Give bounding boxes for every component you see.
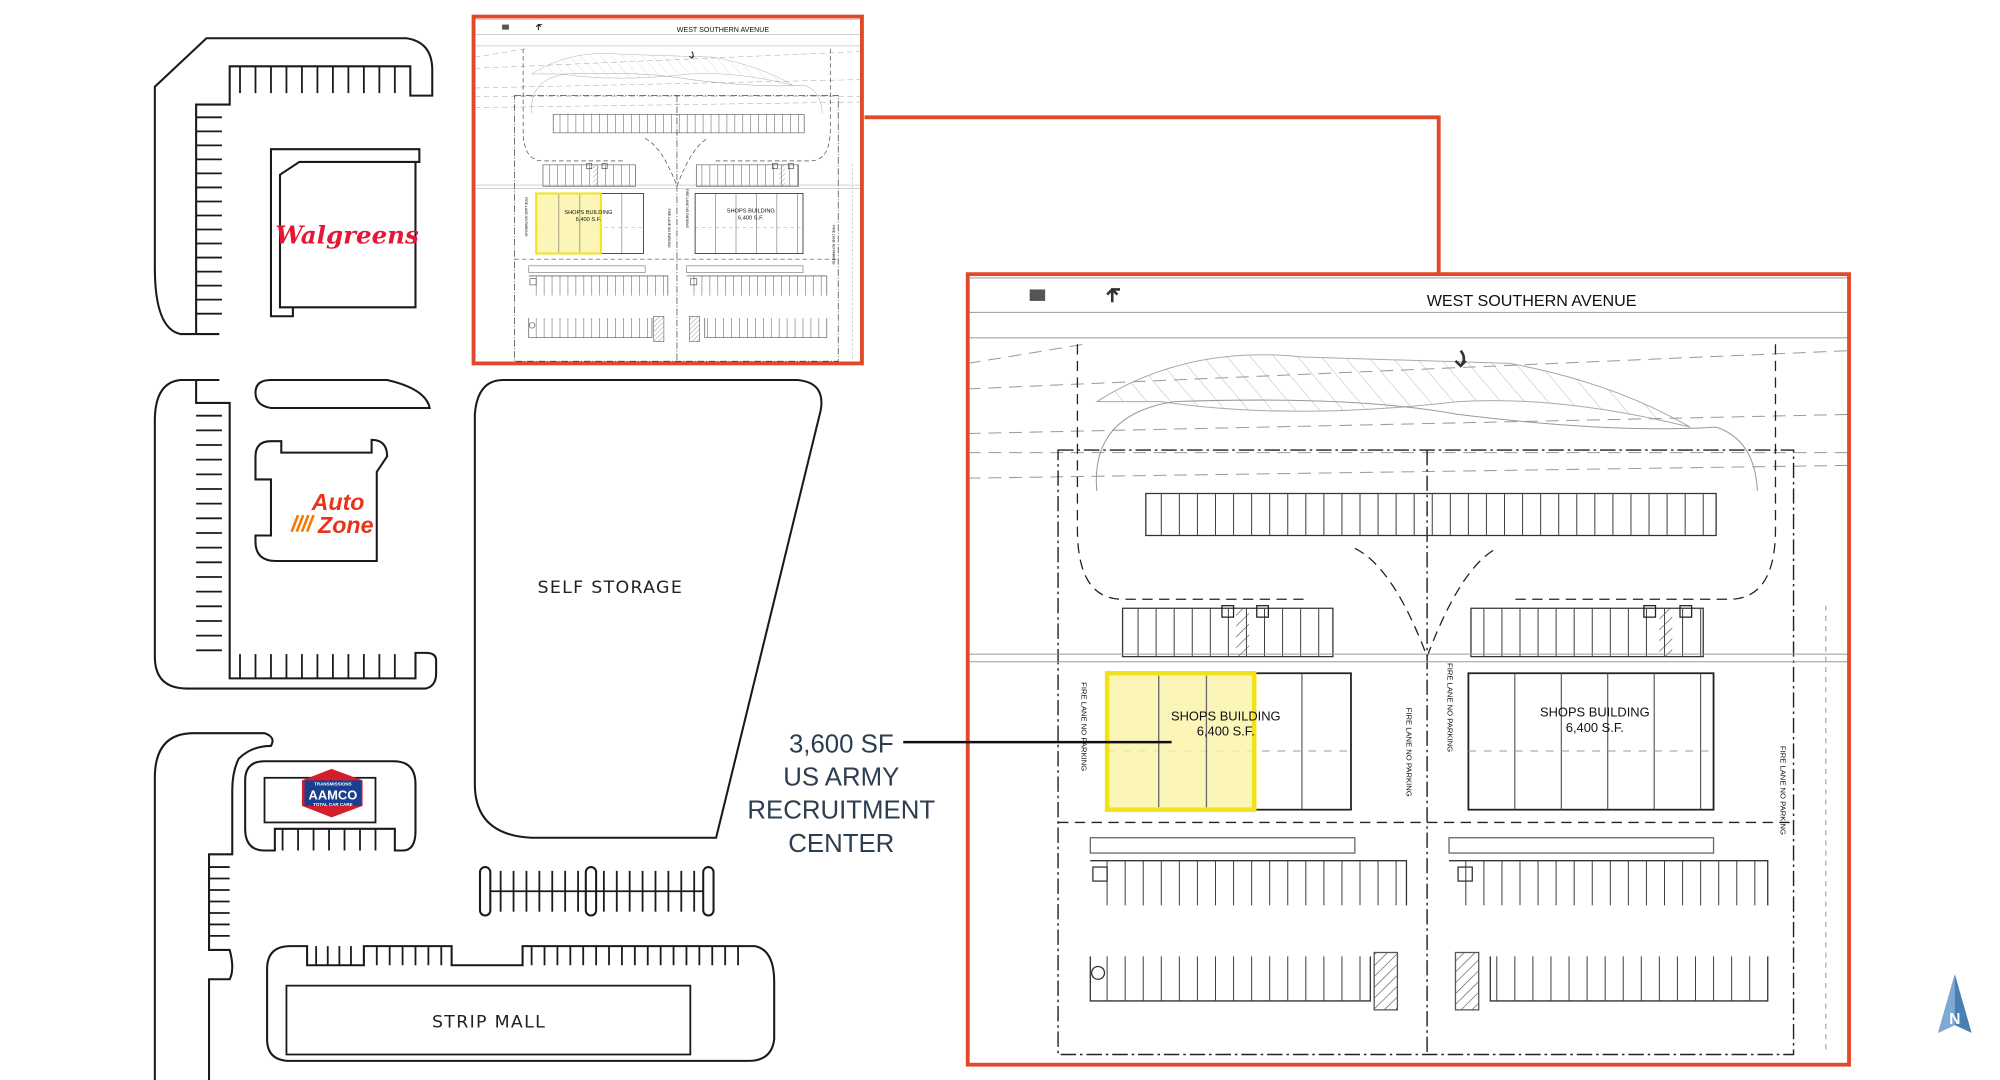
autozone-logo-line1: Auto [311,489,365,515]
building-right-name: SHOPS BUILDING [1540,705,1650,720]
parking-row [478,866,715,917]
svg-text:US ARMY: US ARMY [783,764,899,792]
svg-text:N: N [1949,1011,1960,1028]
turn-arrow-icon [1454,349,1467,368]
svg-text:3,600 SF: 3,600 SF [789,730,894,758]
building-right-area: 6,400 S.F. [1566,720,1624,735]
svg-text:RECRUITMENT: RECRUITMENT [747,797,935,825]
access-road [153,732,274,1080]
building-left-area: 6,400 S.F. [1197,724,1255,739]
zoom-connector-line [864,115,1441,275]
building-left-name: SHOPS BUILDING [1171,708,1281,723]
fire-lane-label: FIRE LANE NO PARKING [1779,746,1788,835]
street-name: WEST SOUTHERN AVENUE [1427,292,1637,310]
north-arrow-icon: N [1938,974,1972,1033]
walgreens-logo: Walgreens [275,221,419,250]
autozone-stripes [290,514,315,533]
svg-text:CENTER: CENTER [788,830,894,858]
strip-mall-label: STRIP MALL [432,1013,546,1033]
turn-arrow-icon [1106,287,1120,303]
autozone-parking-lot [153,378,438,690]
autozone-logo-line2: Zone [317,512,374,538]
site-plan-detail: WEST SOUTHERN AVENUE [967,274,1850,1065]
autozone-building [254,438,389,563]
detail-frame [965,272,1851,1067]
svg-text:TRANSMISSIONS: TRANSMISSIONS [314,781,351,786]
landscape-island [254,378,431,410]
fire-lane-label: FIRE LANE NO PARKING [1079,682,1088,771]
site-plan-overview [471,14,864,367]
fire-lane-label: FIRE LANE NO PARKING [1404,708,1413,797]
strip-mall-building [285,984,692,1056]
walgreens-building [269,148,421,318]
callout-label: 3,600 SF US ARMY RECRUITMENT CENTER [747,730,935,857]
fire-lane-label: FIRE LANE NO PARKING [1446,663,1455,752]
self-storage-label: SELF STORAGE [538,578,684,598]
svg-text:AAMCO: AAMCO [309,788,358,803]
walgreens-parking-lot [153,37,434,336]
shops-building-right [1467,672,1715,811]
self-storage-parcel [473,378,823,839]
aamco-logo: TRANSMISSIONS AAMCO TOTAL CAR CARE [301,768,363,818]
dumpster-icon [1029,289,1046,301]
svg-text:TOTAL CAR CARE: TOTAL CAR CARE [313,802,352,807]
